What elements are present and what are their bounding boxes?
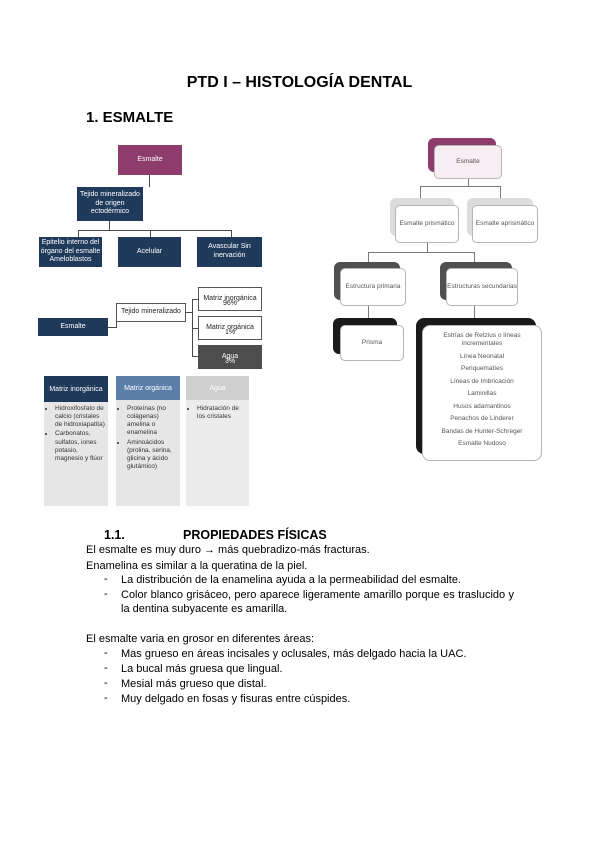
bullet-text: Mesial más grueso que distal. xyxy=(121,678,267,690)
list-item: Periquematíes xyxy=(461,365,503,373)
matriz-inorganica-node: Matriz inorgánica xyxy=(198,287,262,311)
epitelio-node: Epitelio interno del órgano del esmalte … xyxy=(39,237,102,267)
connector xyxy=(468,179,469,186)
list-item: Penachos de Linderer xyxy=(450,415,514,423)
list-item: - Muy delgado en fosas y fisuras entre c… xyxy=(104,692,514,708)
tejido-node: Tejido mineralizado de origen ectodérmic… xyxy=(77,187,143,221)
list-item: Hidroxifosfato de calcio (cristales de h… xyxy=(55,405,107,429)
section-title: 1. ESMALTE xyxy=(86,109,174,126)
connector xyxy=(78,230,79,237)
bullet-text: Muy delgado en fosas y fisuras entre cús… xyxy=(121,693,351,705)
list-item: Líneas de Imbricación xyxy=(450,377,514,385)
list-item: - Mesial más grueso que distal. xyxy=(104,677,514,693)
connector xyxy=(368,306,369,318)
bullet-dash: - xyxy=(104,677,108,689)
esmalte-prismatico-node: Esmalte prismático xyxy=(395,205,459,243)
column-body-inorganica: Hidroxifosfato de calcio (cristales de h… xyxy=(47,405,107,464)
column-header-inorganica: Matriz inorgánica xyxy=(44,376,108,402)
list-item: Línea Neonatal xyxy=(459,352,505,360)
list-item: - La distribución de la enamelina ayuda … xyxy=(104,573,514,589)
page-title: PTD I – HISTOLOGÍA DENTAL xyxy=(186,74,413,91)
list-item: Husos adamantinos xyxy=(453,402,511,410)
list-item: - Color blanco grisáceo, pero aparece li… xyxy=(104,588,514,618)
connector xyxy=(474,252,475,262)
prisma-node: Prisma xyxy=(340,325,404,361)
connector xyxy=(368,252,369,262)
bullet-dash: - xyxy=(104,588,108,600)
estructura-primaria-node: Estructura primaria xyxy=(340,268,406,306)
tejido-mineralizado-node: Tejido mineralizado xyxy=(116,303,186,322)
matriz-organica-node: Matriz orgánica xyxy=(198,316,262,340)
list-item: Proteínas (no colágenas) amelina o ename… xyxy=(127,405,179,438)
esmalte-root-node-right: Esmalte xyxy=(434,145,502,179)
bullet-text: Color blanco grisáceo, pero aparece lige… xyxy=(121,589,514,615)
list-item: Esmalte Nudoso xyxy=(458,439,506,447)
list-item: - La bucal más gruesa que lingual. xyxy=(104,662,514,678)
connector xyxy=(192,299,198,300)
connector xyxy=(150,230,151,237)
esmalte-aprismatico-node: Esmalte aprismático xyxy=(472,205,538,243)
subsection-title: PROPIEDADES FÍSICAS xyxy=(183,528,327,542)
inorganica-percent: 96% xyxy=(222,300,237,308)
paragraph: Enamelina es similar a la queratina de l… xyxy=(86,560,308,572)
agua-percent: 3% xyxy=(224,358,236,366)
list-item: Hidratación de los cristales xyxy=(197,405,247,421)
connector xyxy=(192,328,198,329)
column-header-agua: Agua xyxy=(186,376,249,400)
list-item: Estrías de Retzius o líneas incrementale… xyxy=(443,332,521,348)
bullet-dash: - xyxy=(104,573,108,585)
organica-percent: 1% xyxy=(224,329,236,337)
column-body-agua: Hidratación de los cristales xyxy=(189,405,247,422)
list-item: Aminoácidos (prolina, serina, glicina y … xyxy=(127,439,179,472)
connector xyxy=(427,243,428,252)
bullet-text: La distribución de la enamelina ayuda a … xyxy=(121,574,461,586)
connector xyxy=(108,327,116,328)
list-item: Bandas de Hunter-Schreger xyxy=(441,427,523,435)
column-header-organica: Matriz orgánica xyxy=(116,376,180,400)
bullet-dash: - xyxy=(104,692,108,704)
column-body-organica: Proteínas (no colágenas) amelina o ename… xyxy=(119,405,179,472)
esmalte-comp-node: Esmalte xyxy=(38,318,108,336)
acelular-node: Acelular xyxy=(118,237,181,267)
agua-node: Agua xyxy=(198,345,262,369)
connector xyxy=(420,186,500,187)
paragraph: El esmalte varia en grosor en diferentes… xyxy=(86,633,315,645)
bullet-text: La bucal más gruesa que lingual. xyxy=(121,663,283,675)
bullet-text: Mas grueso en áreas incisales y oclusale… xyxy=(121,648,467,660)
connector xyxy=(149,175,150,187)
esmalte-root-node: Esmalte xyxy=(118,145,182,175)
connector xyxy=(231,230,232,237)
connector xyxy=(186,312,193,313)
paragraph: El esmalte es muy duro → más quebradizo-… xyxy=(86,544,370,556)
list-item: Carbonatos, sulfatos, iones potasio, mag… xyxy=(55,430,107,463)
connector xyxy=(192,356,198,357)
connector xyxy=(78,230,231,231)
avascular-node: Avascular Sin inervación xyxy=(197,237,262,267)
connector xyxy=(368,252,475,253)
subsection-number: 1.1. xyxy=(104,528,125,542)
connector xyxy=(474,306,475,318)
bullet-dash: - xyxy=(104,647,108,659)
connector xyxy=(500,186,501,198)
estructuras-secundarias-node: Estructuras secundarias xyxy=(446,268,518,306)
list-item: Laminillas xyxy=(467,390,497,398)
connector xyxy=(420,186,421,198)
bullet-dash: - xyxy=(104,662,108,674)
list-item: - Mas grueso en áreas incisales y oclusa… xyxy=(104,647,514,663)
connector xyxy=(109,221,110,230)
subsection-heading: 1.1. PROPIEDADES FÍSICAS xyxy=(104,528,327,542)
secondary-list-box: Estrías de Retzius o líneas incrementale… xyxy=(422,325,542,461)
connector xyxy=(116,322,117,328)
